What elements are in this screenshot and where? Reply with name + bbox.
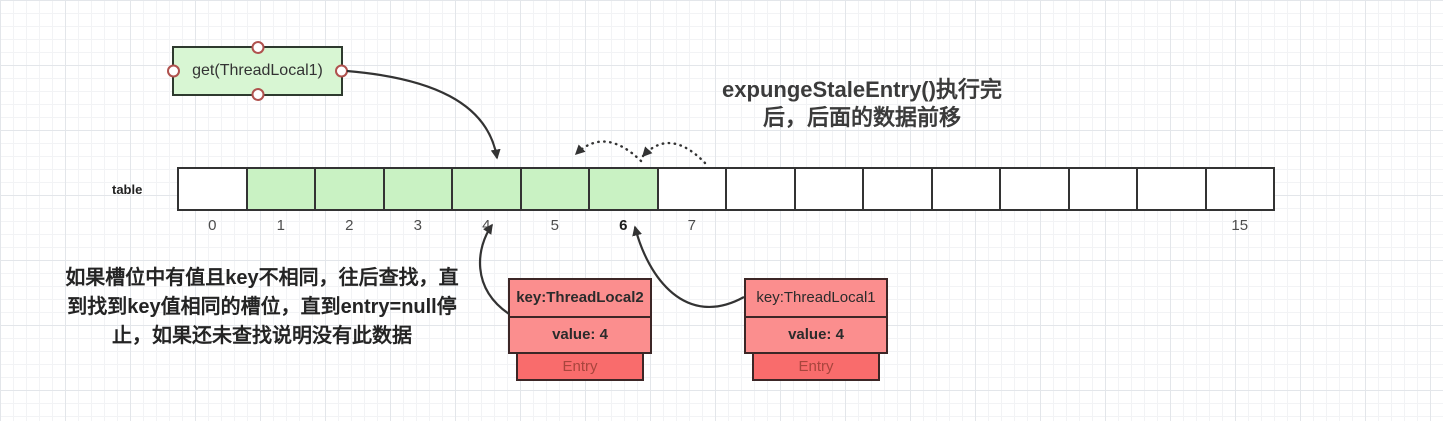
table-cell[interactable] — [1067, 167, 1138, 211]
title-line-1: expungeStaleEntry()执行完 — [722, 77, 1002, 102]
table-cell[interactable] — [177, 167, 248, 211]
table-cell[interactable] — [793, 167, 864, 211]
cell-index-label: 2 — [345, 217, 354, 234]
table-cell[interactable] — [519, 167, 590, 211]
cell-index-label — [1068, 217, 1139, 234]
note-line-3: 止，如果还未查找说明没有此数据 — [112, 325, 412, 347]
get-box-label: get(ThreadLocal1) — [192, 62, 323, 79]
table-cell[interactable] — [862, 167, 933, 211]
arrow-get-to-cell4 — [346, 69, 501, 160]
cell-index-label: 5 — [550, 217, 559, 234]
entry-key: key:ThreadLocal2 — [508, 278, 652, 318]
entry-box-threadlocal2[interactable]: key:ThreadLocal2 value: 4 Entry — [508, 278, 652, 381]
table-cell[interactable] — [656, 167, 727, 211]
connection-handle-top-icon[interactable] — [251, 41, 264, 54]
cell-index-label: 7 — [687, 217, 696, 234]
entry-value: value: 4 — [744, 316, 888, 354]
connection-handle-left-icon[interactable] — [167, 64, 180, 78]
connection-handle-bottom-icon[interactable] — [251, 88, 264, 101]
table-label: table — [112, 182, 143, 197]
cell-index-label — [794, 217, 865, 234]
table-cell[interactable] — [314, 167, 385, 211]
table-cell[interactable] — [725, 167, 796, 211]
cell-index-label: 4 — [482, 217, 491, 234]
table-cell[interactable] — [382, 167, 453, 211]
table-cell[interactable] — [588, 167, 659, 211]
table-cell[interactable] — [245, 167, 316, 211]
table-cell[interactable] — [451, 167, 522, 211]
note-line-1: 如果槽位中有值且key不相同，往后查找，直 — [65, 267, 459, 289]
title-line-2: 后，后面的数据前移 — [762, 105, 961, 130]
cell-index-label: 15 — [1231, 217, 1249, 234]
cell-index-label: 6 — [619, 217, 628, 234]
entry-footer: Entry — [752, 352, 880, 381]
get-threadlocal-box[interactable]: get(ThreadLocal1) — [167, 41, 348, 101]
title-annotation: expungeStaleEntry()执行完 后，后面的数据前移 — [712, 76, 1012, 132]
connection-handle-right-icon[interactable] — [335, 64, 348, 78]
table-cell[interactable] — [1204, 167, 1275, 211]
dotted-arc-cell7-to-cell6 — [641, 141, 707, 165]
cell-index-label: 1 — [276, 217, 285, 234]
note-line-2: 到找到key值相同的槽位，直到entry=null停 — [67, 296, 457, 318]
entry-value: value: 4 — [508, 316, 652, 354]
cell-index-label: 0 — [208, 217, 217, 234]
entry-footer: Entry — [516, 352, 644, 381]
cell-index-label: 3 — [413, 217, 422, 234]
note-annotation: 如果槽位中有值且key不相同，往后查找，直 到找到key值相同的槽位，直到ent… — [36, 264, 488, 351]
table-cell[interactable] — [1136, 167, 1207, 211]
cell-index-label — [1136, 217, 1207, 234]
cell-index-label — [999, 217, 1070, 234]
table-cell[interactable] — [930, 167, 1001, 211]
table-cells[interactable] — [177, 167, 1275, 211]
entry-key: key:ThreadLocal1 — [744, 278, 888, 318]
table-indices: 0 1 2 3 4 5 6 7 15 — [177, 217, 1275, 234]
dotted-arc-cell6-to-cell5 — [574, 140, 643, 163]
entry-box-threadlocal1[interactable]: key:ThreadLocal1 value: 4 Entry — [744, 278, 888, 381]
cell-index-label — [862, 217, 933, 234]
cell-index-label — [931, 217, 1002, 234]
cell-index-label — [725, 217, 796, 234]
table-cell[interactable] — [999, 167, 1070, 211]
